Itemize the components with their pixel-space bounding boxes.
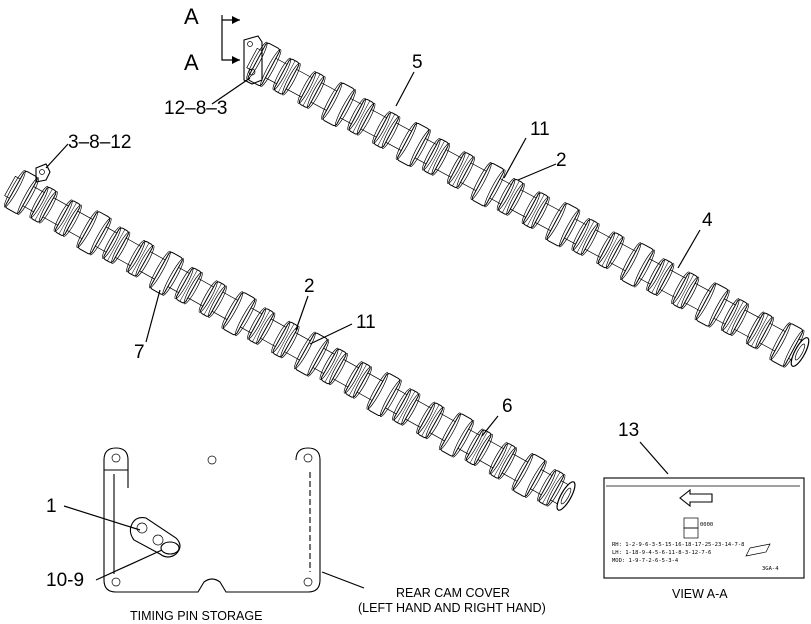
caption-rear-cam-cover: REAR CAM COVER xyxy=(396,586,510,600)
svg-text:A: A xyxy=(184,50,199,75)
svg-text:6: 6 xyxy=(502,396,513,417)
callout-2-upper: 2 xyxy=(517,150,567,181)
svg-text:MOD: 1-9-7-2-6-5-3-4: MOD: 1-9-7-2-6-5-3-4 xyxy=(612,558,679,564)
svg-text:7: 7 xyxy=(134,342,145,363)
svg-text:12–8–3: 12–8–3 xyxy=(164,98,227,119)
svg-text:5: 5 xyxy=(412,52,423,73)
callout-1: 1 xyxy=(46,496,141,531)
svg-text:1: 1 xyxy=(46,496,57,517)
svg-text:3GA-4: 3GA-4 xyxy=(762,566,779,572)
svg-text:RH: 1-2-9-6-3-5-15-16-18-17-25: RH: 1-2-9-6-3-5-15-16-18-17-25-23-14-7-8 xyxy=(612,542,744,548)
svg-text:11: 11 xyxy=(530,119,550,140)
svg-text:3–8–12: 3–8–12 xyxy=(68,132,131,153)
svg-text:LH: 1-18-9-4-5-6-11-8-3-12-7-6: LH: 1-18-9-4-5-6-11-8-3-12-7-6 xyxy=(612,550,711,556)
svg-text:2: 2 xyxy=(304,276,315,297)
svg-text:10-9: 10-9 xyxy=(46,570,84,591)
timing-pin xyxy=(129,517,181,558)
callout-6: 6 xyxy=(481,396,513,437)
rear-cam-cover xyxy=(103,447,365,593)
callout-5: 5 xyxy=(395,52,423,107)
svg-text:A: A xyxy=(184,4,199,29)
callout-7: 7 xyxy=(134,289,161,363)
callout-11-lower: 11 xyxy=(309,312,376,345)
callout-4: 4 xyxy=(677,210,713,269)
callout-12-8-3: 12–8–3 xyxy=(164,77,251,119)
caption-view-a-a: VIEW A-A xyxy=(672,587,728,601)
callout-10-9: 10-9 xyxy=(46,549,163,591)
svg-text:0000: 0000 xyxy=(700,522,713,528)
caption-timing-pin-storage: TIMING PIN STORAGE xyxy=(130,609,262,623)
callout-3-8-12: 3–8–12 xyxy=(45,132,131,169)
svg-text:11: 11 xyxy=(356,312,376,333)
callout-13: 13 xyxy=(618,420,669,475)
svg-text:13: 13 xyxy=(618,420,639,441)
decal-view-a-a: 0000 RH: 1-2-9-6-3-5-15-16-18-17-25-23-1… xyxy=(603,477,805,579)
svg-text:2: 2 xyxy=(556,150,567,171)
lower-camshaft xyxy=(3,163,576,511)
callout-11-upper: 11 xyxy=(503,119,550,179)
view-a-marker: A A xyxy=(184,4,240,75)
callout-2-lower: 2 xyxy=(295,276,315,331)
caption-rear-cam-cover-hands: (LEFT HAND AND RIGHT HAND) xyxy=(358,601,546,615)
svg-text:4: 4 xyxy=(702,210,713,231)
upper-camshaft xyxy=(243,35,810,368)
